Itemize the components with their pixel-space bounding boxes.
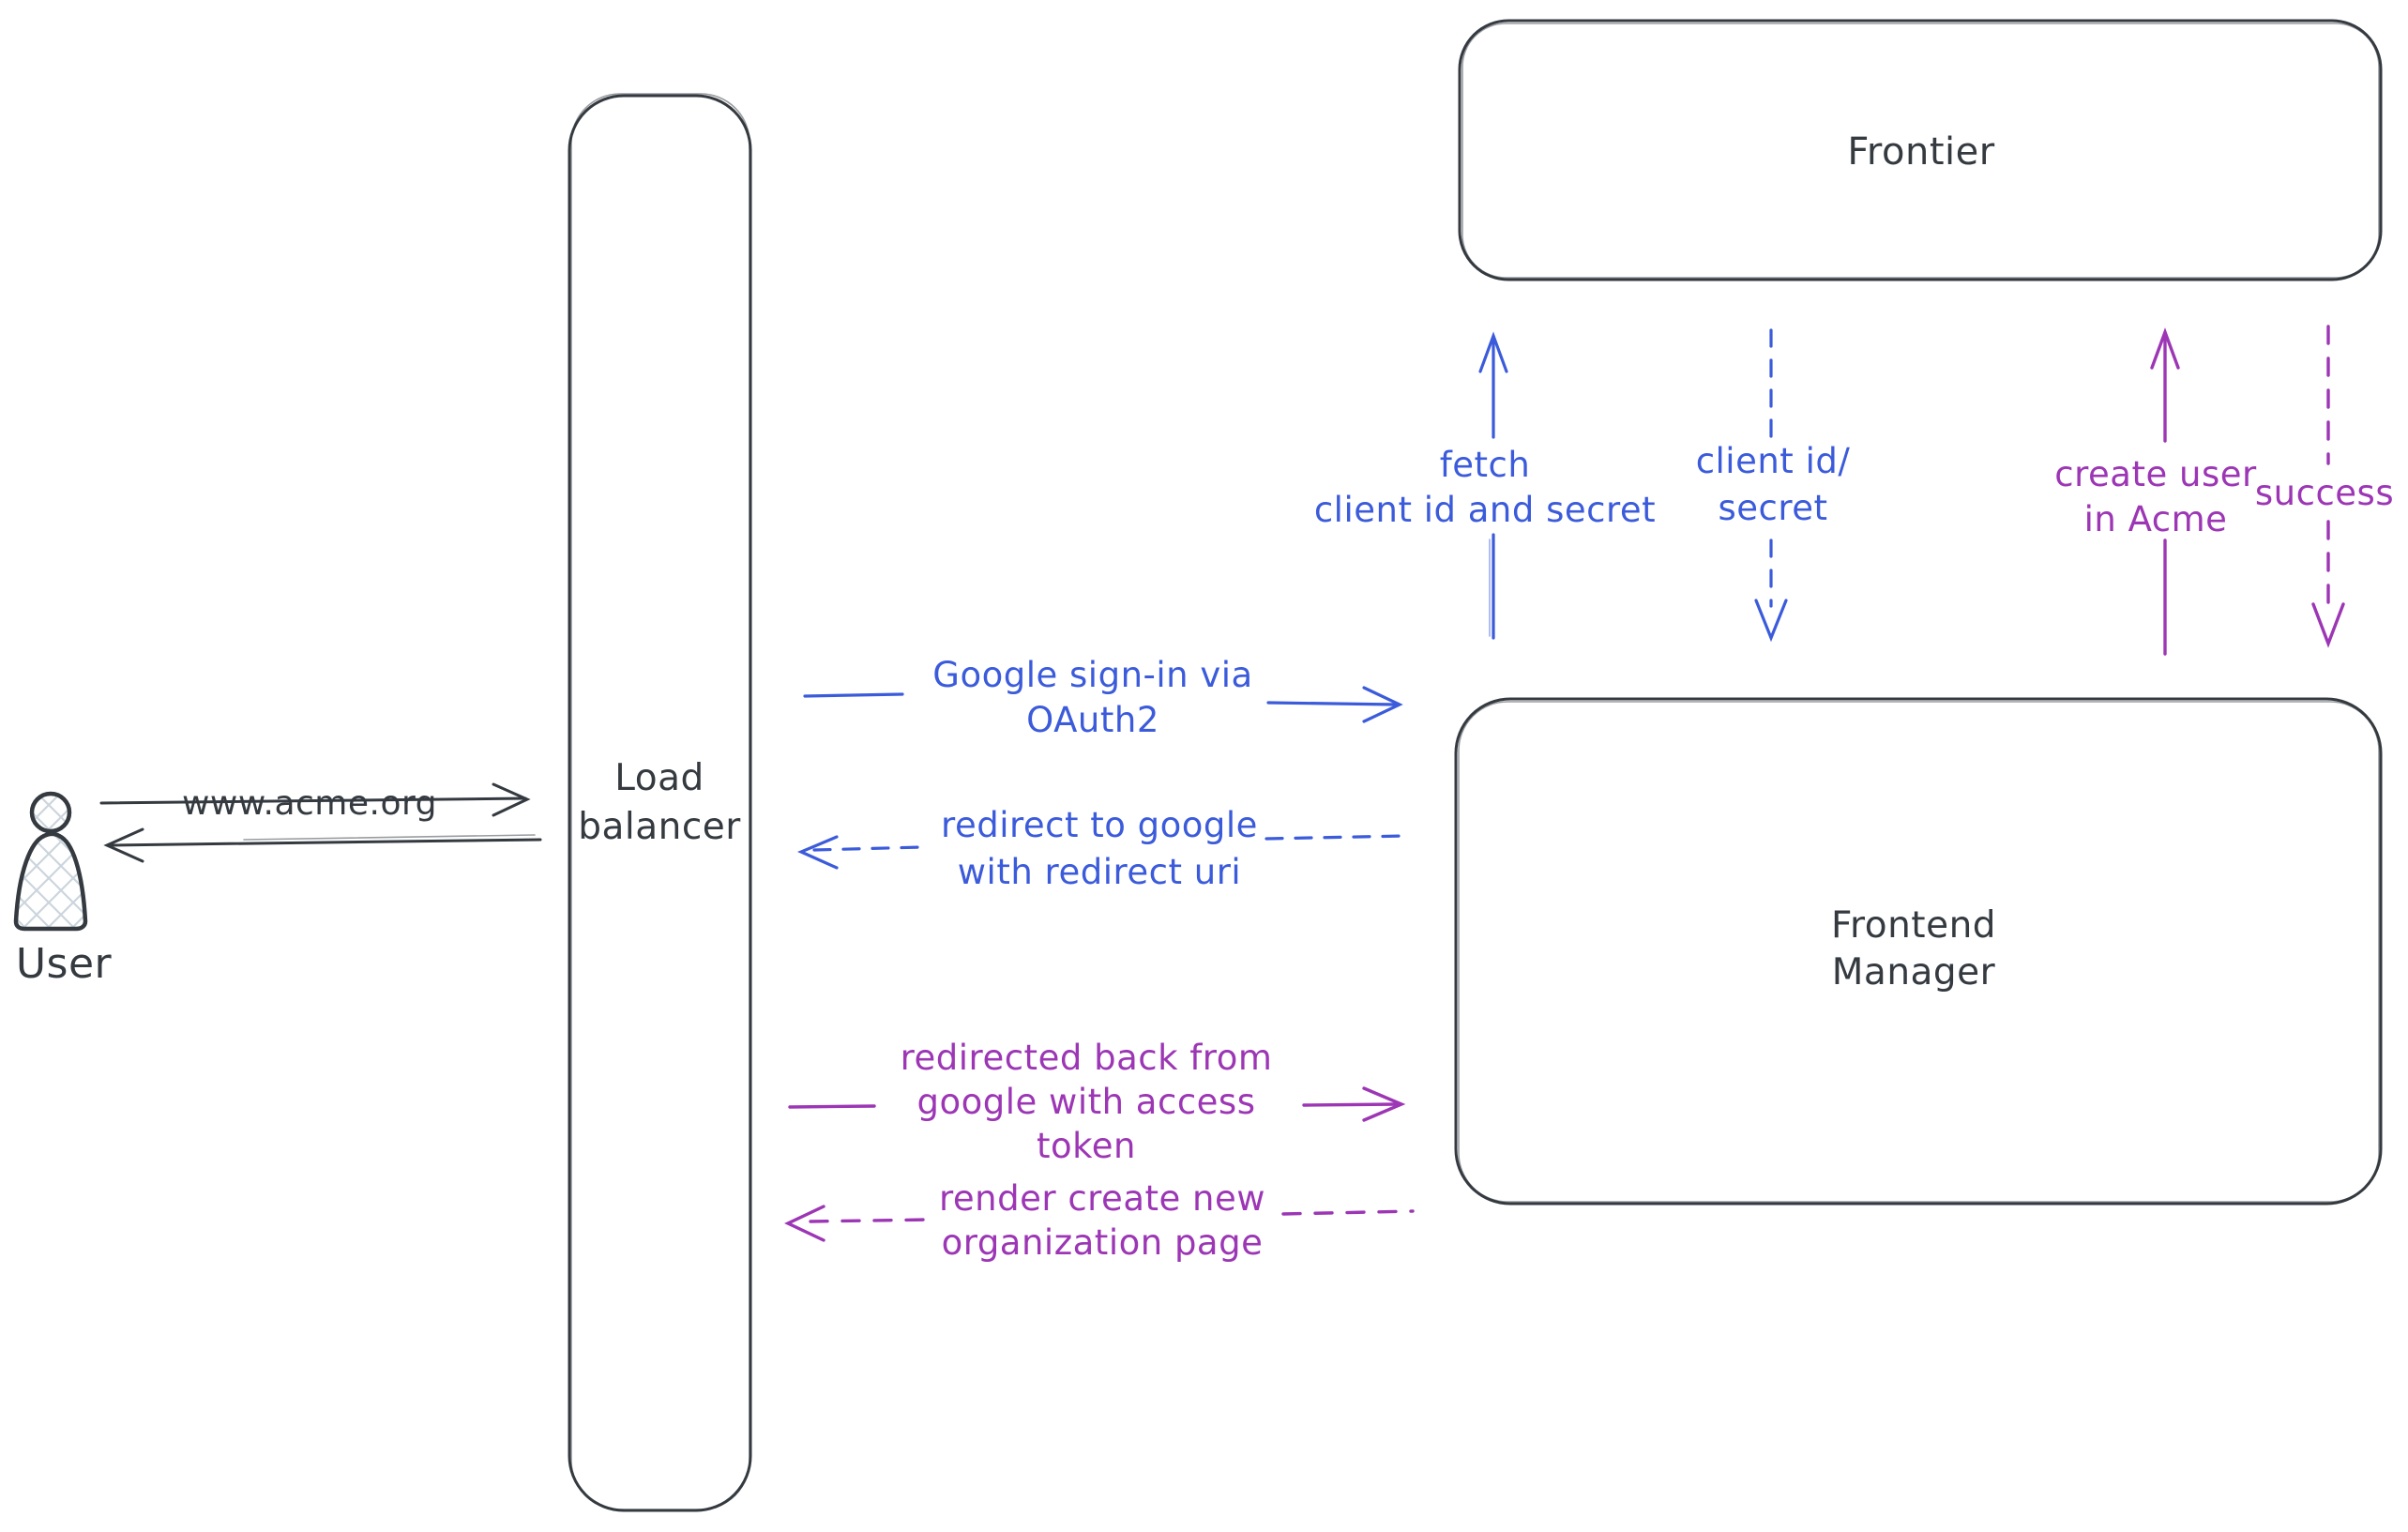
edge-label-client-id-secret: client id/ secret [1696,438,1851,532]
user-body [13,831,88,932]
arrow-google-signin [803,686,1403,723]
load-balancer-outline-sketch [570,93,750,1510]
arrow-line [788,1104,876,1109]
arrow-create-user [2150,327,2180,656]
arrow-line [1302,1102,1400,1107]
arrow-line-sketch [243,834,536,841]
node-label-load-balancer: Load balancer [578,754,741,852]
label-line: client id/ [1695,441,1851,481]
label-line: balancer [578,806,741,848]
arrow-head-left [796,835,839,870]
arrow-redirected-back [788,1086,1406,1122]
edge-label-redirected-back: redirected back from google with access … [901,1036,1273,1168]
arrow-line [107,838,542,847]
arrow-line-dashed [809,1218,932,1223]
node-label-frontend-manager: Frontend Manager [1831,903,1996,996]
edge-label-www-acme: www.acme.org [181,784,438,823]
edge-label-success: success [2254,473,2395,513]
load-balancer-box [568,93,752,1512]
label-line: organization page [941,1222,1264,1263]
label-line: create user [2054,454,2257,494]
arrow-user-return [103,827,542,863]
edge-label-fetch-client: fetch client id and secret [1314,443,1656,533]
arrow-client-id-secret [1754,328,1788,643]
label-line: token [1037,1126,1136,1166]
frontend-manager-box [1454,697,2383,1206]
arrow-success [2311,325,2345,648]
label-line: Load [614,757,704,799]
label-line: render create new [938,1178,1266,1219]
arrow-head-right [1362,686,1403,723]
frontier-outline-sketch [1461,23,2380,279]
frontier-box [1458,19,2383,281]
user-person-icon [13,791,88,932]
edge-label-render-create: render create new organization page [939,1176,1265,1265]
arrow-head-down [2311,602,2345,648]
frontier-outline [1458,19,2383,281]
arrow-line-dashed [1265,834,1407,841]
label-line: Frontend [1830,904,1997,947]
arrow-head-up [1478,331,1508,373]
arrow-head-down [1754,599,1788,643]
edge-label-create-user: create user in Acme [2054,452,2256,542]
arrow-head-left [784,1205,825,1242]
label-line: in Acme [2083,499,2228,539]
label-line: redirected back from [900,1038,1273,1078]
arrow-www-acme [99,782,531,817]
label-line: secret [1718,488,1828,528]
frontend-manager-outline-sketch [1458,701,2380,1203]
arrow-head-up [2150,327,2180,370]
arrow-line [803,692,904,698]
arrow-redirect-google [796,834,1407,870]
label-line: google with access [916,1082,1256,1122]
arrow-fetch-client [1478,331,1508,640]
edge-label-redirect-google: redirect to google with redirect uri [941,802,1258,896]
frontend-manager-outline [1454,697,2383,1206]
node-label-user: User [15,940,113,988]
arrow-head-right [492,782,531,817]
label-line: with redirect uri [957,852,1242,892]
label-line: OAuth2 [1026,700,1159,740]
arrow-render-create [784,1205,1415,1242]
arrow-line-dashed [1281,1209,1415,1216]
label-line: redirect to google [941,805,1258,845]
arrow-line-dashed [812,845,923,852]
arrow-head-left [103,827,144,863]
label-line: client id and secret [1313,490,1657,530]
arrow-head-right [1362,1086,1406,1122]
load-balancer-outline [568,94,752,1512]
arrow-line [99,796,527,805]
arrow-line [1266,701,1398,706]
label-line: Google sign-in via [932,655,1253,695]
label-line: fetch [1439,445,1531,485]
label-line: Manager [1831,951,1996,994]
node-label-frontier: Frontier [1847,130,1995,174]
edge-label-google-signin: Google sign-in via OAuth2 [932,653,1252,743]
user-head [29,791,72,834]
